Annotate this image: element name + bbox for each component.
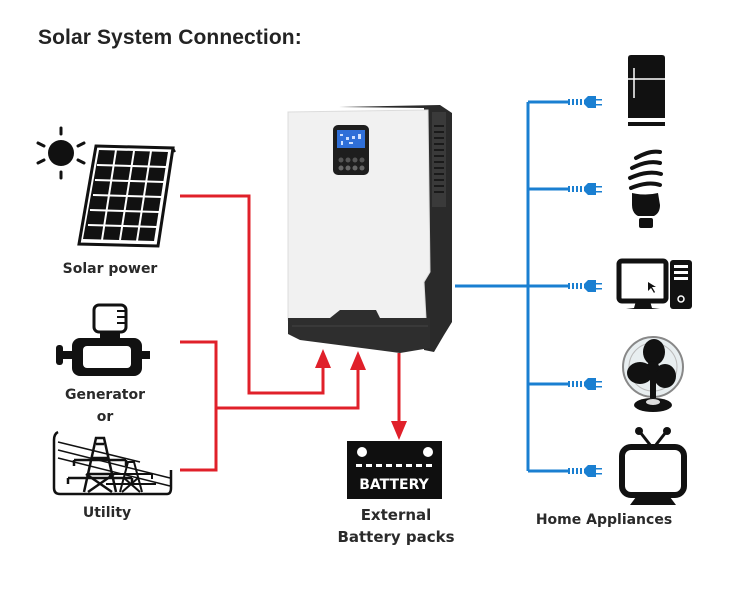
grid-input-wire — [180, 340, 360, 472]
appliance-branch-refrigerator — [528, 96, 602, 108]
desktop-computer-icon — [616, 258, 692, 309]
sun-icon — [36, 126, 86, 180]
utility-label: Utility — [83, 505, 131, 521]
home-appliances-label: Home Appliances — [536, 512, 672, 528]
cfl-bulb-icon — [628, 149, 663, 228]
hybrid-inverter-icon — [287, 105, 452, 353]
plug-icon — [568, 96, 602, 108]
battery-arrow-icon — [391, 421, 407, 440]
solar-input-arrow-icon — [315, 349, 331, 368]
plug-icon — [568, 378, 602, 390]
solar-panel-icon — [77, 144, 176, 248]
plug-icon — [568, 465, 602, 477]
appliance-branch-light-bulb — [528, 183, 602, 195]
battery-icon: BATTERY — [347, 441, 442, 499]
refrigerator-icon — [628, 55, 665, 126]
solar-input-wire — [180, 194, 325, 395]
generator-label: Generator — [65, 387, 145, 403]
generator-icon — [56, 303, 150, 376]
desk-fan-icon — [622, 336, 684, 412]
plug-icon — [568, 183, 602, 195]
battery-label-line2: Battery packs — [337, 528, 454, 546]
plug-icon — [568, 280, 602, 292]
appliance-branch-computer — [528, 280, 602, 292]
power-tower-icon — [52, 430, 173, 496]
battery-label-line1: External — [361, 506, 432, 524]
battery-badge-text: BATTERY — [359, 477, 429, 493]
appliance-branch-television — [528, 465, 602, 477]
solar-power-label: Solar power — [63, 261, 158, 277]
grid-input-arrow-icon — [350, 351, 366, 370]
page-title: Solar System Connection: — [38, 26, 302, 49]
output-bus-wire — [455, 102, 530, 471]
battery-output-wire — [391, 353, 407, 440]
appliance-branch-fan — [528, 378, 602, 390]
tv-icon — [619, 427, 687, 505]
or-label: or — [97, 409, 114, 425]
